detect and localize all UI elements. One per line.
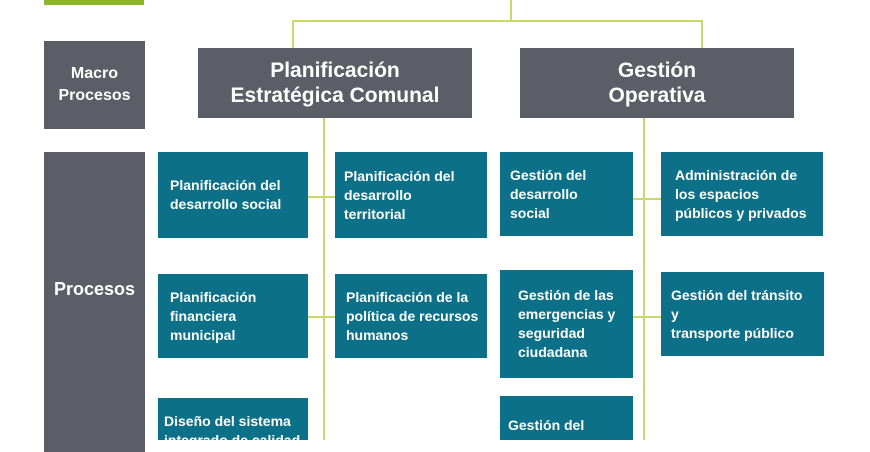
process-box: Gestión del (500, 396, 633, 440)
macro-process-gestion: Gestión Operativa (520, 48, 794, 118)
top-accent-bar (44, 0, 144, 5)
process-box: Gestión del desarrollo social (500, 152, 633, 236)
connector-left-drop (292, 20, 294, 48)
connector-branch (633, 316, 661, 318)
processes-label: Procesos (44, 152, 145, 452)
connector-branch (308, 316, 336, 318)
macro-process-planificacion: Planificación Estratégica Comunal (198, 48, 472, 118)
process-box: Administración de los espacios públicos … (661, 152, 823, 236)
connector-planificacion-trunk (323, 118, 325, 440)
connector-root-vertical (510, 0, 512, 22)
process-box: Planificación de la política de recursos… (335, 274, 487, 358)
process-box: Planificación del desarrollo territorial (335, 152, 487, 238)
process-box: Diseño del sistema integrado de calidad (158, 398, 308, 448)
connector-root-horizontal (292, 20, 702, 22)
connector-branch (633, 198, 661, 200)
process-box: Gestión del tránsito y transporte públic… (661, 272, 824, 356)
process-box: Gestión de las emergencias y seguridad c… (500, 270, 633, 378)
macro-processes-label: Macro Procesos (44, 41, 145, 129)
process-box: Planificación financiera municipal (158, 274, 308, 358)
connector-gestion-trunk (643, 118, 645, 440)
connector-branch (308, 196, 336, 198)
process-box: Planificación del desarrollo social (158, 152, 308, 238)
connector-right-drop (701, 20, 703, 48)
